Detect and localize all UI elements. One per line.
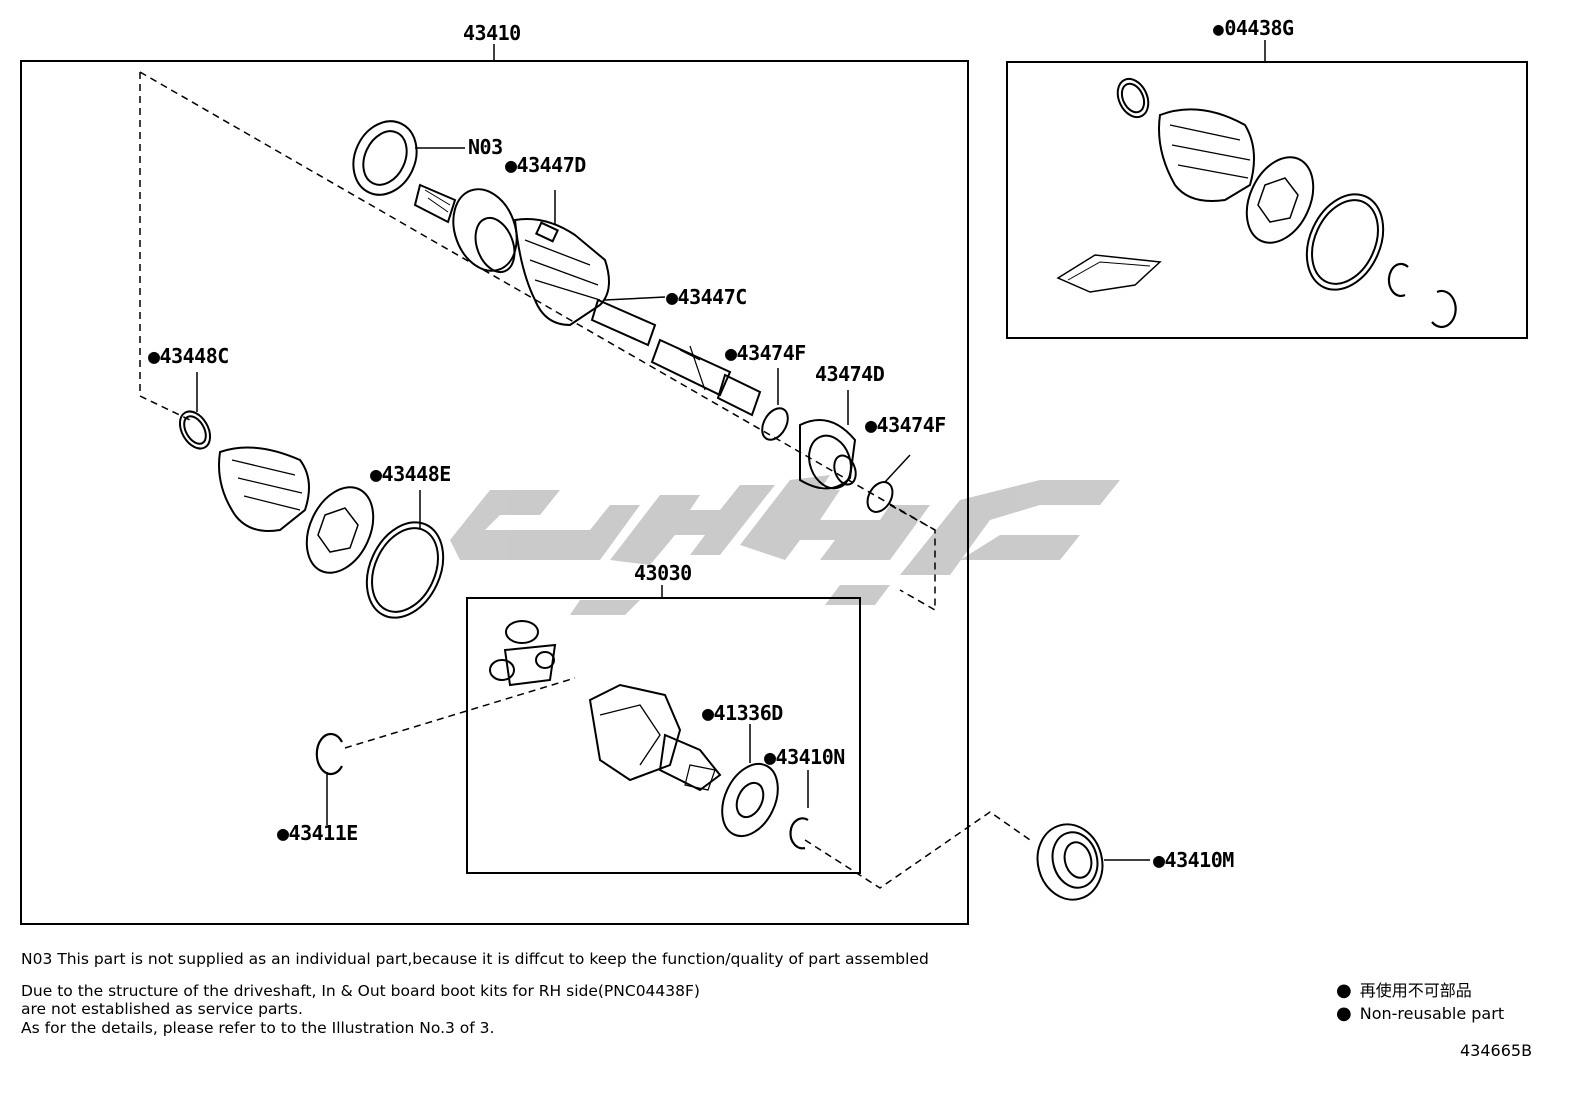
label-43410N-text: 43410N — [775, 745, 846, 769]
bullet-icon: ● — [505, 153, 517, 177]
bullet-icon: ● — [666, 285, 678, 309]
label-43447D-text: 43447D — [516, 153, 587, 177]
legend-en: ● Non-reusable part — [1336, 1003, 1504, 1024]
label-43448C-text: 43448C — [159, 344, 230, 368]
subassy-box-43030 — [466, 597, 861, 874]
label-43410M-text: 43410M — [1164, 848, 1235, 872]
legend-jp: ● 再使用不可部品 — [1336, 977, 1472, 1001]
watermark-logo — [450, 475, 1120, 615]
label-43474D: 43474D — [815, 362, 885, 386]
illustration-id: 434665B — [1460, 1041, 1533, 1060]
label-43474F-upper-text: 43474F — [736, 341, 807, 365]
dashed-outline — [139, 71, 1031, 889]
bullet-icon: ● — [725, 341, 737, 365]
label-04438G: 04438G — [1213, 17, 1294, 41]
label-41336D: ●41336D — [702, 702, 783, 724]
part-drawings — [178, 77, 1457, 901]
label-43474F-lower: ●43474F — [865, 414, 946, 436]
bullet-icon: ● — [764, 745, 776, 769]
label-43447C: ●43447C — [666, 286, 747, 308]
label-43447D: ●43447D — [505, 154, 586, 176]
legend-en-text: Non-reusable part — [1359, 1004, 1505, 1023]
bullet-icon: ● — [1336, 980, 1352, 1001]
note-n03: N03 This part is not supplied as an indi… — [21, 950, 929, 968]
bullet-icon: ● — [1336, 1003, 1352, 1024]
bullet-icon: ● — [702, 701, 714, 725]
label-43410N: ●43410N — [764, 746, 845, 768]
bullet-icon: ● — [865, 413, 877, 437]
label-43410: 43410 — [463, 21, 521, 45]
label-43448E-text: 43448E — [381, 462, 452, 486]
label-41336D-text: 41336D — [713, 701, 784, 725]
bullet-icon: ● — [370, 462, 382, 486]
legend-jp-text: 再使用不可部品 — [1359, 981, 1472, 1000]
label-43448E: ●43448E — [370, 463, 451, 485]
label-43410M: ●43410M — [1153, 849, 1234, 871]
label-N03: N03 — [468, 135, 503, 159]
bullet-icon: ● — [1153, 848, 1165, 872]
label-43474F-lower-text: 43474F — [876, 413, 947, 437]
label-43411E-text: 43411E — [288, 821, 359, 845]
label-43411E: ●43411E — [277, 822, 358, 844]
note-line2: are not established as service parts. — [21, 1000, 303, 1018]
label-43447C-text: 43447C — [677, 285, 748, 309]
label-43448C: ●43448C — [148, 345, 229, 367]
kit-box-04438G — [1006, 61, 1528, 339]
label-43474F-upper: ●43474F — [725, 342, 806, 364]
label-43030: 43030 — [634, 561, 692, 585]
note-line3: As for the details, please refer to to t… — [21, 1019, 495, 1037]
bullet-icon: ● — [277, 821, 289, 845]
note-line1: Due to the structure of the driveshaft, … — [21, 982, 700, 1000]
bullet-icon: ● — [148, 344, 160, 368]
